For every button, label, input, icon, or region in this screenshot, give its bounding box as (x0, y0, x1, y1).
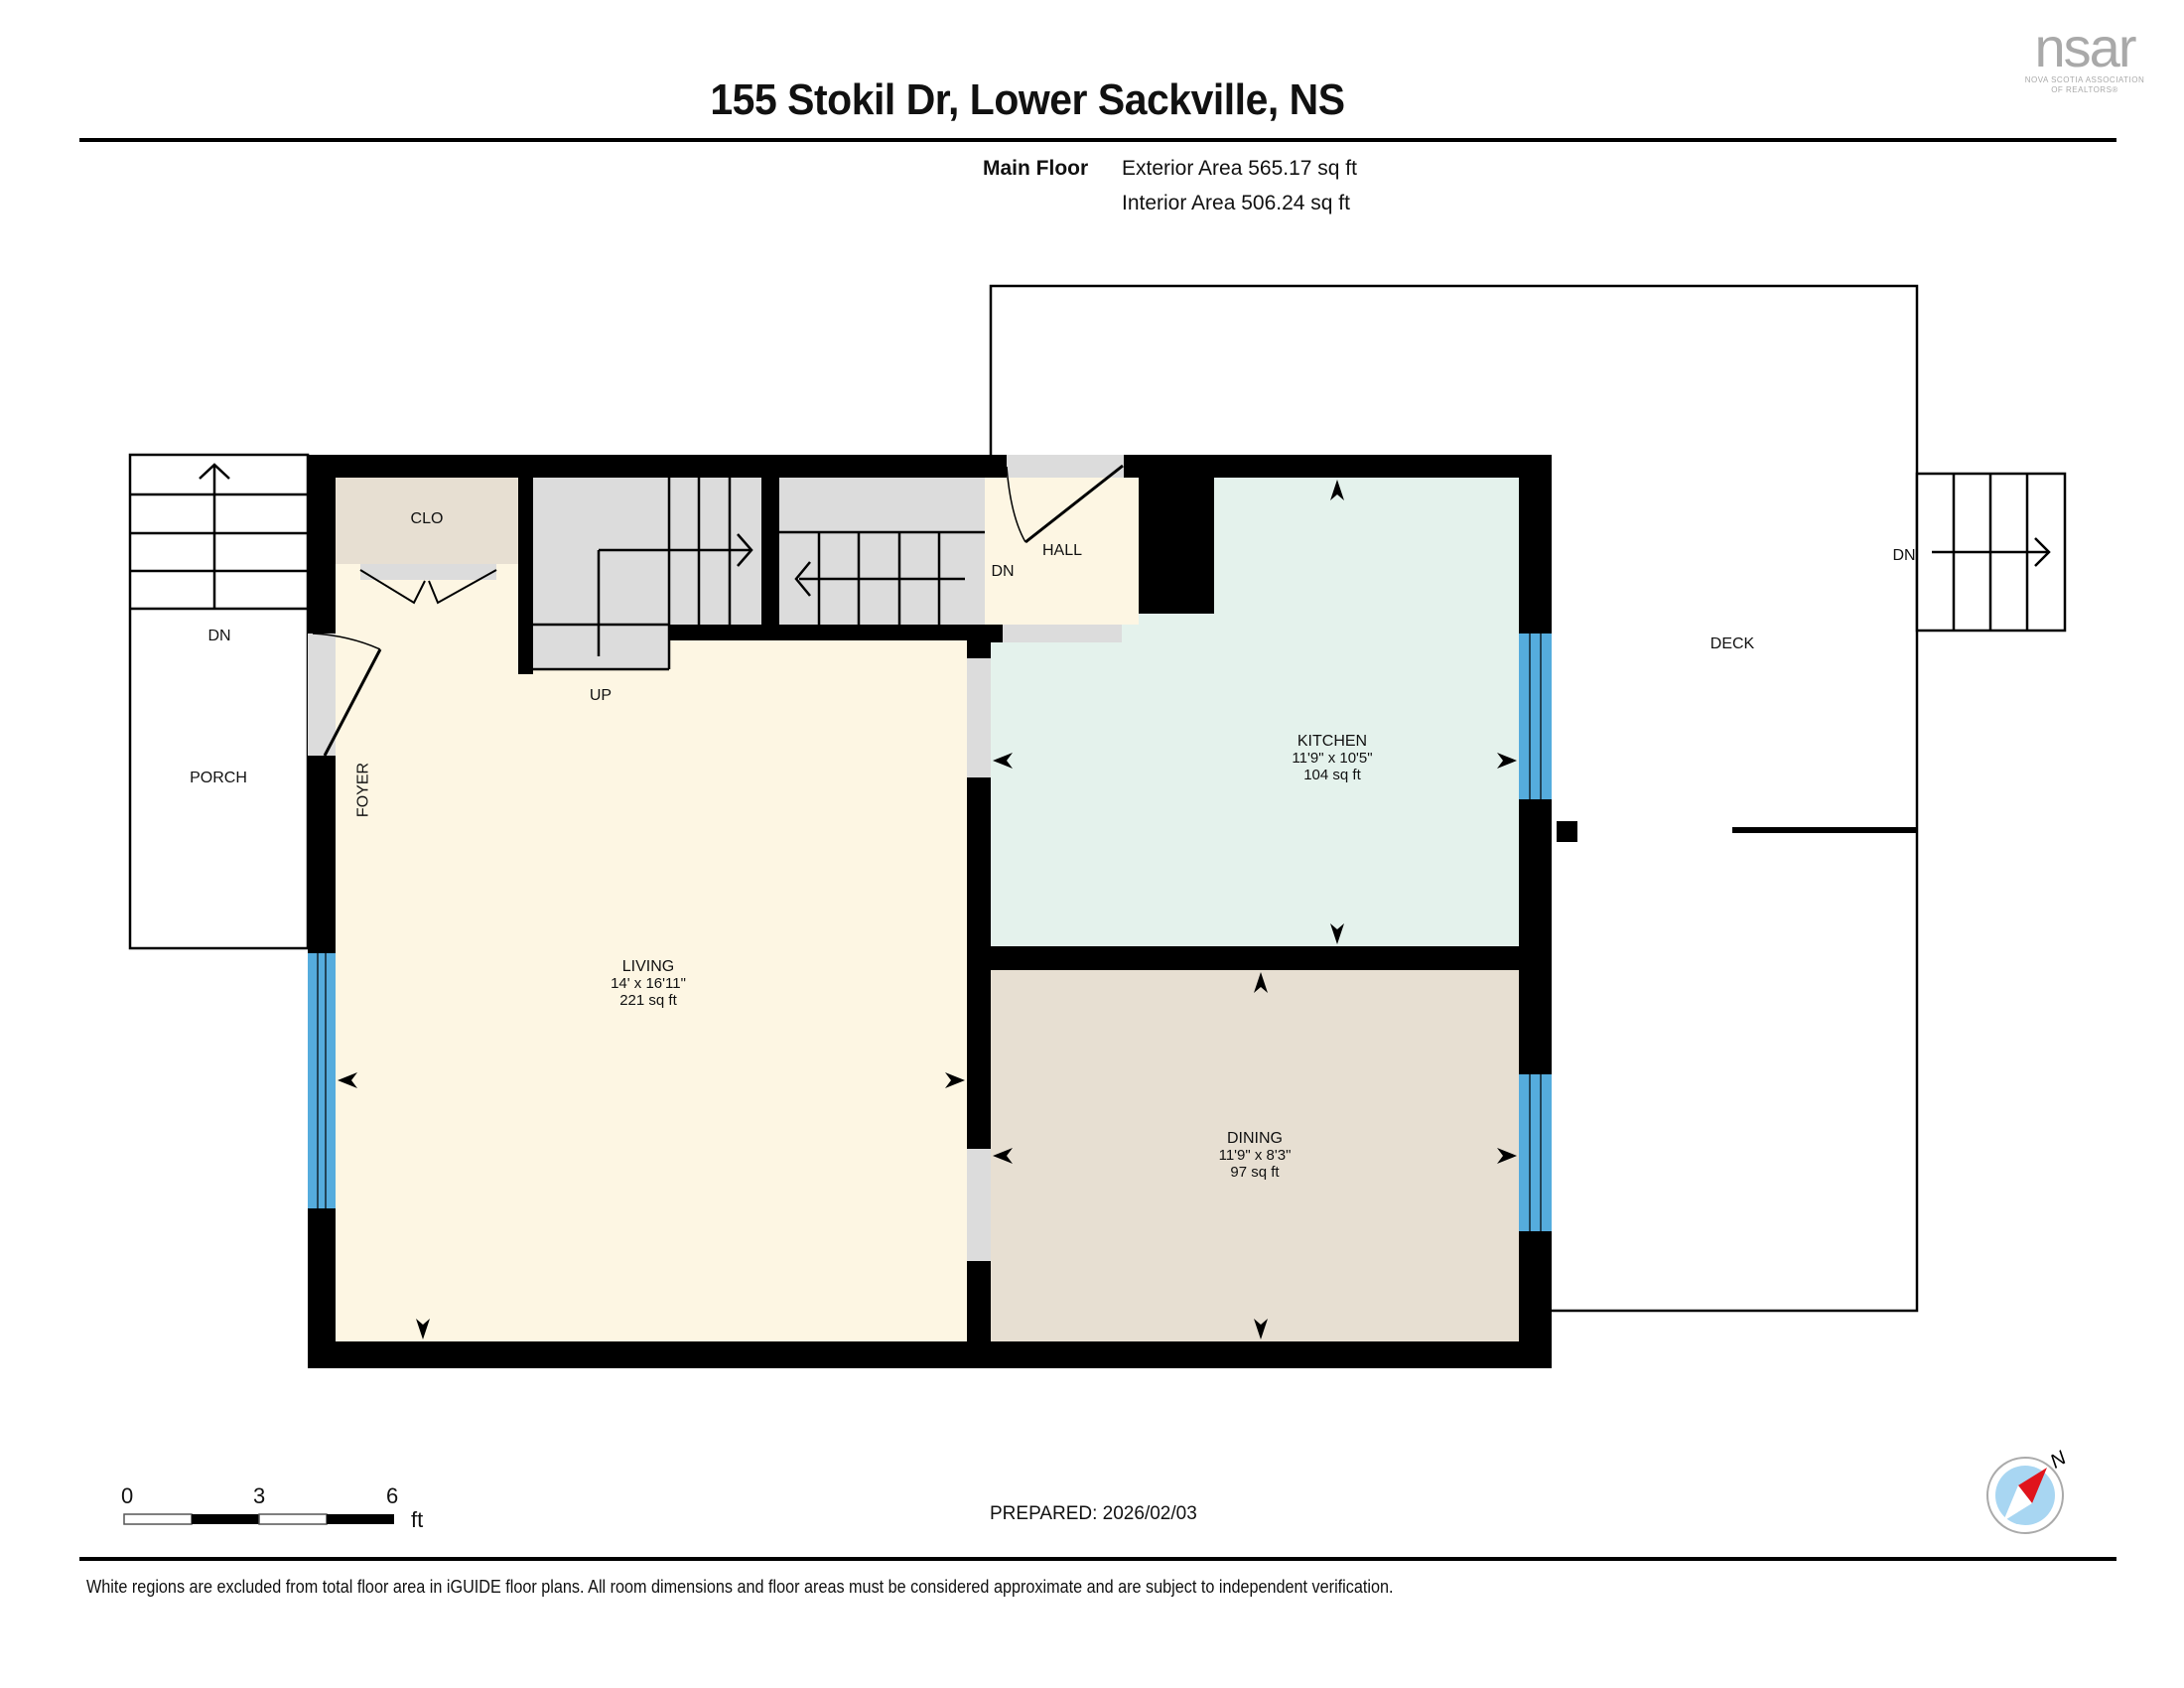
interior-area: Interior Area 506.24 sq ft (1122, 192, 1350, 214)
hall-door-opening (1007, 455, 1124, 478)
logo-line-2: OF REALTORS® (2051, 85, 2118, 94)
compass-icon: N (1986, 1447, 2071, 1534)
dimension-markers (338, 480, 1517, 1339)
logo-mark: nsar (2034, 16, 2137, 78)
living-dimensions: 14' x 16'11" (611, 975, 686, 992)
porch-stairs-label: DN (207, 628, 231, 644)
living-room (336, 580, 967, 1341)
living-area: 221 sq ft (619, 992, 677, 1009)
closet-room (336, 478, 518, 564)
dining-name: DINING (1227, 1130, 1283, 1147)
closet-doors (359, 569, 497, 605)
porch (128, 453, 310, 950)
footer-divider (79, 1557, 2116, 1561)
kitchen-opening (967, 658, 991, 777)
living-name: LIVING (621, 958, 675, 975)
dining-dimensions: 11'9" x 8'3" (1218, 1147, 1292, 1164)
window-living (308, 953, 336, 1208)
window-dining (1519, 1074, 1552, 1231)
room-label-dining: DINING 11'9" x 8'3" 97 sq ft (1131, 1130, 1379, 1181)
deck-stairs-label: DN (1892, 547, 1916, 564)
dining-area: 97 sq ft (1230, 1164, 1280, 1181)
scale-tick-6: 6 (386, 1483, 399, 1508)
nsar-logo: nsar NOVA SCOTIA ASSOCIATION OF REALTORS… (2005, 20, 2164, 95)
hall-room (985, 478, 1139, 625)
scale-unit: ft (411, 1507, 424, 1532)
scale-tick-3: 3 (253, 1483, 266, 1508)
stairs-down-label: DN (991, 563, 1015, 580)
room-label-foyer: FOYER (354, 762, 372, 818)
room-label-living: LIVING 14' x 16'11" 221 sq ft (524, 958, 772, 1009)
window-kitchen (1519, 633, 1552, 799)
room-label-hall: HALL (1041, 542, 1083, 559)
scale-tick-0: 0 (121, 1483, 134, 1508)
page-title: 155 Stokil Dr, Lower Sackville, NS (710, 75, 1345, 124)
exterior-area: Exterior Area 565.17 sq ft (1122, 157, 1357, 180)
disclaimer: White regions are excluded from total fl… (86, 1577, 1394, 1597)
room-label-porch: PORCH (190, 770, 247, 786)
header-divider (79, 138, 2116, 142)
deck (989, 284, 1919, 1313)
room-label-deck: DECK (1709, 635, 1755, 652)
stairs-up-label: UP (589, 687, 613, 704)
deck-stairs (1915, 472, 2067, 633)
kitchen-area: 104 sq ft (1303, 767, 1361, 783)
dining-room (991, 970, 1519, 1341)
kitchen-room (991, 478, 1519, 946)
window-foyer-door (308, 633, 382, 757)
room-label-kitchen: KITCHEN 11'9" x 10'5" 104 sq ft (1208, 733, 1456, 783)
logo-line-1: NOVA SCOTIA ASSOCIATION (2024, 75, 2145, 84)
floor-name: Main Floor (983, 157, 1089, 180)
dining-opening (967, 1149, 991, 1261)
stairs-down (779, 478, 985, 625)
kitchen-name: KITCHEN (1297, 733, 1368, 750)
scale-bar (123, 1513, 394, 1525)
prepared-date: PREPARED: 2026/02/03 (990, 1503, 1197, 1524)
kitchen-dimensions: 11'9" x 10'5" (1292, 750, 1373, 767)
room-label-closet: CLO (410, 510, 444, 527)
